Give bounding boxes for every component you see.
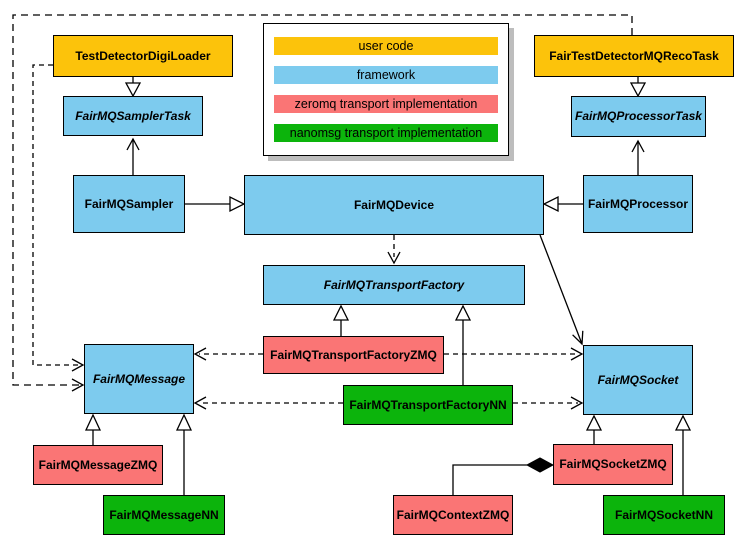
node-fairmqtransportfactorynn: FairMQTransportFactoryNN — [343, 385, 513, 425]
edge-dep-factorynn-socket — [513, 396, 584, 410]
node-fairmqprocessortask: FairMQProcessorTask — [571, 96, 706, 137]
edge-inherit-messagezmq-message — [84, 413, 102, 445]
node-fairmqsocket: FairMQSocket — [583, 345, 693, 415]
node-fairmqsampler: FairMQSampler — [73, 175, 185, 233]
node-fairmqsocketnn: FairMQSocketNN — [603, 495, 725, 535]
edge-inherit-processor-device — [542, 195, 583, 213]
node-fairmqdevice: FairMQDevice — [244, 175, 544, 235]
legend-item-zeromq: zeromq transport implementation — [274, 95, 498, 113]
edge-assoc-device-socket — [539, 234, 584, 346]
node-fairmqtransportfactoryzmq: FairMQTransportFactoryZMQ — [263, 336, 444, 374]
edge-inherit-recotask-processortask — [629, 77, 647, 98]
node-testdetectordigiloader: TestDetectorDigiLoader — [53, 35, 233, 77]
edge-inherit-sampler-device — [185, 195, 246, 213]
edge-dep-factoryzmq-message — [193, 347, 263, 361]
edge-dep-factorynn-message — [193, 396, 343, 410]
edge-inherit-digiloader-samplertask — [124, 77, 142, 98]
edge-assoc-processor-processortask — [631, 139, 645, 175]
node-fairmqsamplertask: FairMQSamplerTask — [63, 96, 203, 136]
node-fairmqprocessor: FairMQProcessor — [583, 175, 693, 233]
edge-comp-socketzmq-contextzmq — [452, 457, 555, 495]
edge-dep-digiloader-message — [32, 64, 85, 372]
node-fairmqtransportfactory: FairMQTransportFactory — [263, 265, 525, 305]
legend-item-nanomsg: nanomsg transport implementation — [274, 124, 498, 142]
node-fairtestdetectormqrecotask: FairTestDetectorMQRecoTask — [534, 35, 734, 77]
edge-dep-factoryzmq-socket — [444, 347, 584, 361]
edge-inherit-socketnn-socket — [674, 414, 692, 495]
edge-inherit-messagenn-message — [175, 413, 193, 495]
edge-inherit-socketzmq-socket — [585, 414, 603, 444]
edge-dep-recotask-message — [12, 14, 633, 392]
node-fairmqmessage: FairMQMessage — [84, 344, 194, 414]
node-fairmqsocketzmq: FairMQSocketZMQ — [553, 444, 673, 485]
node-fairmqmessagezmq: FairMQMessageZMQ — [33, 445, 163, 485]
edge-dep-device-transportfactory — [387, 235, 401, 265]
node-fairmqmessagenn: FairMQMessageNN — [103, 495, 225, 535]
edge-inherit-factorynn-factory — [454, 304, 472, 385]
edge-inherit-factoryzmq-factory — [332, 304, 350, 336]
node-fairmqcontextzmq: FairMQContextZMQ — [393, 495, 513, 535]
legend-item-user-code: user code — [274, 37, 498, 55]
edge-assoc-sampler-samplertask — [126, 137, 140, 175]
legend-item-framework: framework — [274, 66, 498, 84]
legend-box: user code framework zeromq transport imp… — [263, 23, 509, 156]
